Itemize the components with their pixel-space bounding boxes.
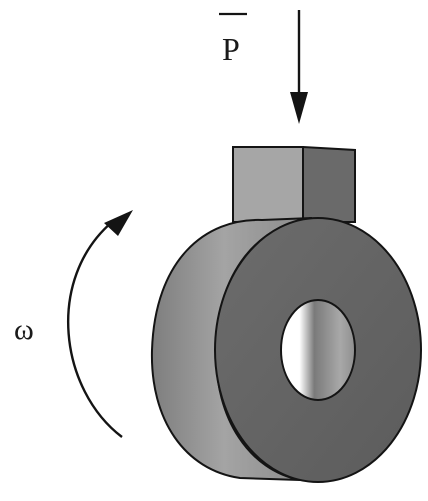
top-block-front xyxy=(232,146,304,223)
ring-body xyxy=(150,217,422,483)
top-block xyxy=(232,145,356,223)
down-arrow-icon xyxy=(290,10,308,124)
ring-hole xyxy=(280,299,356,401)
force-label: P xyxy=(219,12,247,67)
angular-velocity-label: ω xyxy=(14,313,34,346)
force-label-text: P xyxy=(222,31,240,67)
top-block-side xyxy=(302,145,356,223)
curved-arrow-icon xyxy=(67,210,133,438)
